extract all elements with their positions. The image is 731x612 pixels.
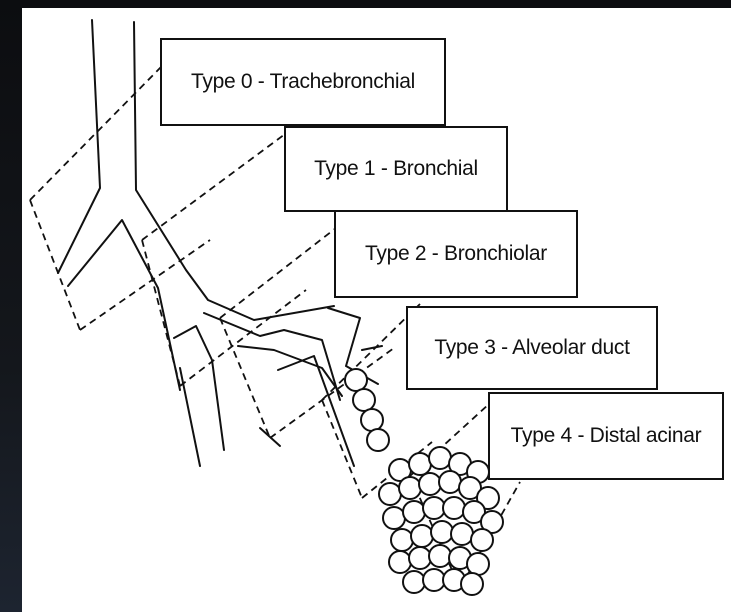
alveolus-circle: [399, 477, 421, 499]
airway-branch-duct: [362, 346, 382, 350]
alveolus-circle: [461, 573, 483, 595]
airway-branch-lower-1: [204, 313, 340, 400]
alveolus-circle: [471, 529, 493, 551]
label-type-2: Type 2 - Bronchiolar: [334, 210, 578, 298]
alveolus-circle: [451, 523, 473, 545]
airway-branch-left: [68, 220, 180, 390]
alveolus-circle: [353, 389, 375, 411]
alveolus-circle: [345, 369, 367, 391]
label-type-0: Type 0 - Trachebronchial: [160, 38, 446, 126]
alveolus-circle: [409, 547, 431, 569]
alveolus-circle: [361, 409, 383, 431]
alveolus-circle: [439, 471, 461, 493]
airway-branch-middle: [174, 326, 224, 450]
alveolus-circle: [409, 453, 431, 475]
alveolus-circle: [419, 473, 441, 495]
diagram-sheet: Type 0 - Trachebronchial Type 1 - Bronch…: [22, 8, 731, 612]
alveolus-circle: [411, 525, 433, 547]
alveolus-circle: [429, 545, 451, 567]
alveoli-cluster: [345, 369, 503, 595]
alveolus-circle: [403, 501, 425, 523]
label-type-3: Type 3 - Alveolar duct: [406, 306, 658, 390]
region-outline-type1: [142, 120, 306, 386]
alveolus-circle: [431, 521, 453, 543]
alveolus-circle: [389, 551, 411, 573]
alveolus-circle: [391, 529, 413, 551]
alveolus-circle: [367, 429, 389, 451]
label-type-4: Type 4 - Distal acinar: [488, 392, 724, 480]
label-type-1: Type 1 - Bronchial: [284, 126, 508, 212]
alveolus-circle: [429, 447, 451, 469]
alveolus-circle: [467, 553, 489, 575]
alveolus-circle: [383, 507, 405, 529]
alveolus-circle: [379, 483, 401, 505]
alveolus-circle: [443, 497, 465, 519]
alveolus-circle: [423, 569, 445, 591]
alveolus-circle: [403, 571, 425, 593]
alveolus-circle: [423, 497, 445, 519]
airway-wall-left: [58, 20, 100, 273]
